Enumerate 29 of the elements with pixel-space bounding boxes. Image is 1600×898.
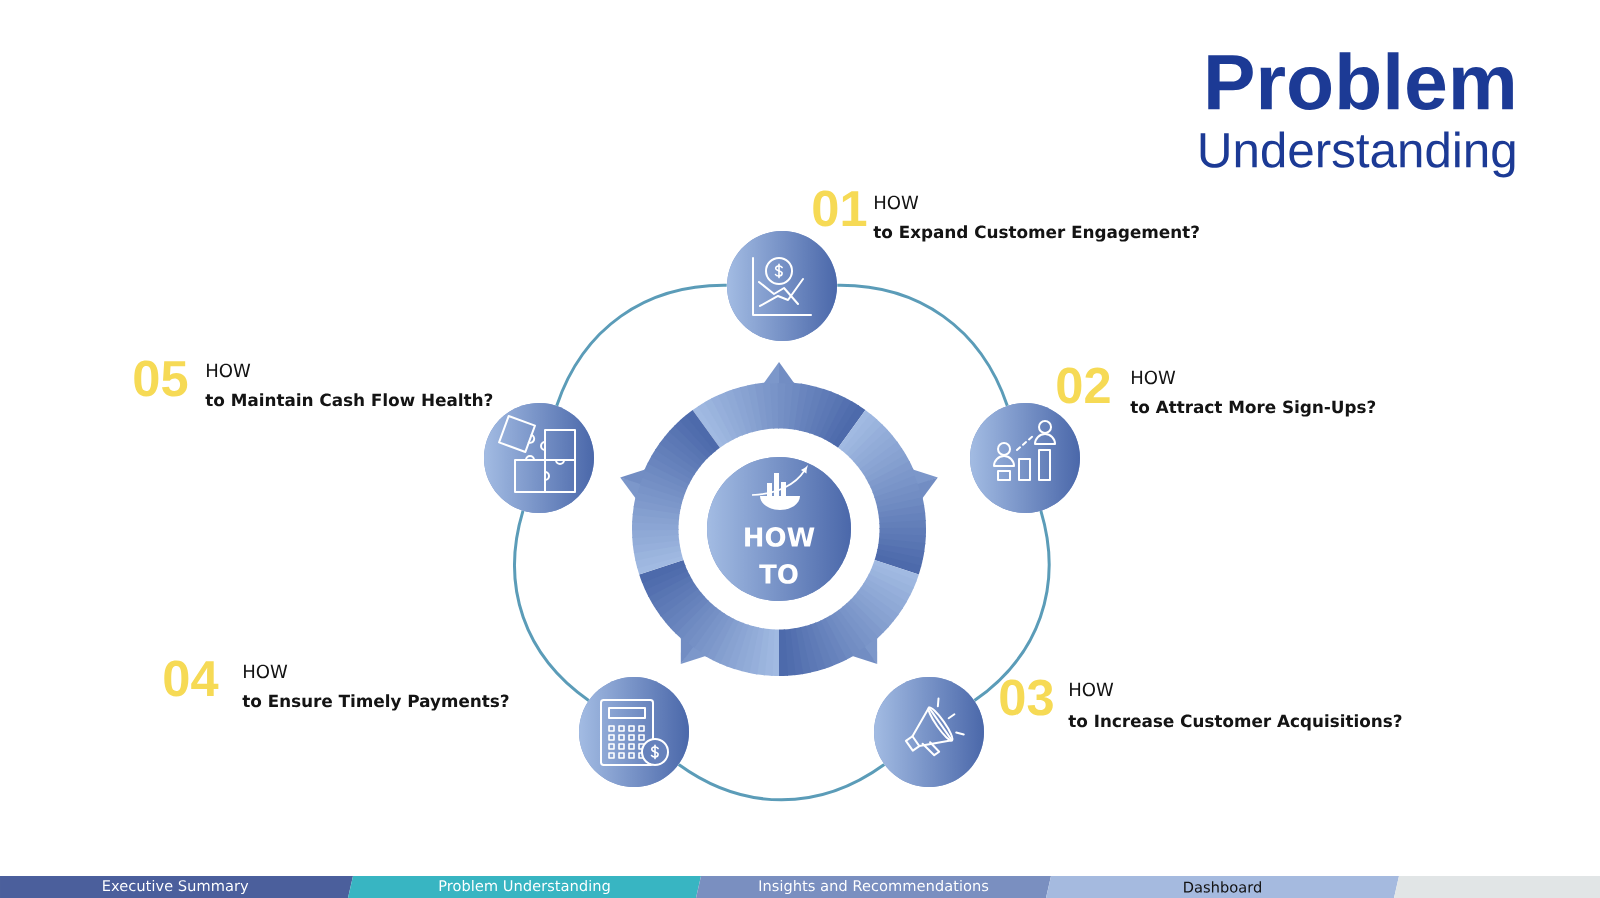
question-text: to Maintain Cash Flow Health?: [205, 393, 493, 407]
item-number: 01: [813, 190, 867, 227]
connector-line: [555, 283, 727, 407]
question-text: to Expand Customer Engagement?: [873, 225, 1199, 242]
icon-circle: [727, 231, 837, 341]
item-number: 03: [1000, 679, 1053, 716]
nav-tab: Executive Summary: [0, 876, 353, 898]
title: Problem Understanding: [1200, 52, 1515, 178]
heading: HOW: [1132, 370, 1176, 385]
item-number: 04: [164, 660, 219, 697]
item-number: 05: [134, 360, 188, 397]
question-text: to Ensure Timely Payments?: [242, 694, 509, 711]
connector-line: [973, 510, 1051, 702]
nav-tab: Dashboard: [1046, 876, 1399, 898]
connector-line: [677, 763, 886, 802]
icon-circle: [970, 403, 1080, 513]
question-text: to Increase Customer Acquisitions?: [1068, 714, 1402, 731]
heading: HOW: [875, 195, 919, 210]
connector-line: [837, 283, 1009, 407]
nav-tab: Insights and Recommendations: [696, 876, 1051, 898]
nav-tab: Problem Understanding: [348, 876, 701, 898]
item-number: 02: [1057, 367, 1110, 404]
icon-circle: [874, 677, 984, 787]
question-text: to Attract More Sign-Ups?: [1130, 400, 1376, 417]
nav-tab: [1394, 876, 1600, 898]
heading: HOW: [207, 363, 251, 378]
heading: HOW: [1070, 682, 1114, 697]
connector-line: [513, 510, 590, 702]
heading: HOW: [244, 664, 288, 679]
